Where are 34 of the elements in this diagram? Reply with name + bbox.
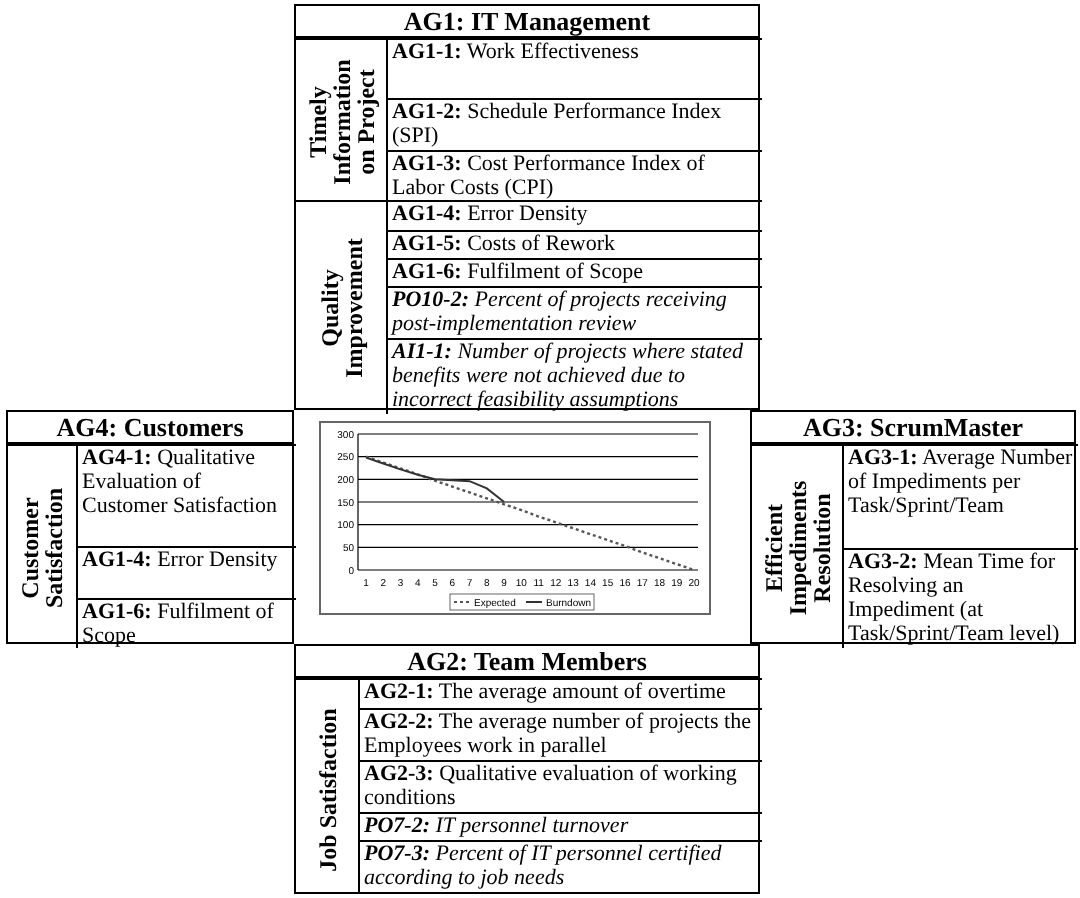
metric-text: AG3-2: Mean Time for Resolving an Impediment (at Task/Sprint/Team level)	[842, 548, 1078, 648]
metric-text: PO7-3: Percent of IT personnel certified according to job needs	[358, 840, 762, 892]
category-group	[8, 444, 296, 646]
metric-text: AG1-2: Schedule Performance Index (SPI)	[386, 98, 762, 150]
metric-text: AG2-1: The average amount of overtime	[358, 680, 762, 708]
category-label: Timely Information on Project	[305, 56, 377, 188]
category-label: Efficient Impediments Resolution	[761, 477, 833, 619]
metric-text: AG1-6: Fulfilment of Scope	[386, 258, 762, 286]
category-label: Customer Satisfaction	[18, 485, 66, 611]
category-label: Quality Improvement	[317, 236, 365, 382]
section-header: AG2: Team Members	[296, 646, 758, 678]
metric-text: AG1-3: Cost Performance Index of Labor Costs (CPI)	[386, 150, 762, 202]
metric-text: AG1-4: Error Density	[386, 202, 762, 230]
metric-text: AI1-1: Number of projects where stated benefits were not achieved due to incorrect feasibility assumptions	[386, 338, 762, 414]
section-header: AG4: Customers	[8, 412, 292, 444]
section-header: AG3: ScrumMaster	[752, 412, 1074, 444]
metric-text: AG2-2: The average number of projects the Employees work in parallel	[358, 708, 762, 760]
quadrant-panel	[6, 410, 294, 644]
metric-text: PO10-2: Percent of projects receiving post-implementation review	[386, 286, 762, 338]
metric-text: AG1-4: Error Density	[76, 546, 296, 598]
section-header: AG1: IT Management	[296, 6, 758, 38]
category-group	[752, 444, 1078, 646]
metric-text: AG1-5: Costs of Rework	[386, 230, 762, 258]
category-group	[296, 200, 762, 412]
metric-text: AG2-3: Qualitative evaluation of working conditions	[358, 760, 762, 812]
metric-text: AG1-1: Work Effectiveness	[386, 40, 762, 98]
metric-text: AG1-6: Fulfilment of Scope	[76, 598, 296, 648]
quadrant-panel	[294, 4, 760, 410]
category-label: Job Satisfaction	[315, 705, 339, 875]
metric-text: AG3-1: Average Number of Impediments per Task/Sprint/Team	[842, 446, 1078, 548]
metric-text: PO7-2: IT personnel turnover	[358, 812, 762, 840]
metric-text: AG4-1: Qualitative Evaluation of Customer Satisfaction	[76, 446, 296, 546]
quadrant-panel	[750, 410, 1076, 644]
category-group	[296, 38, 762, 200]
